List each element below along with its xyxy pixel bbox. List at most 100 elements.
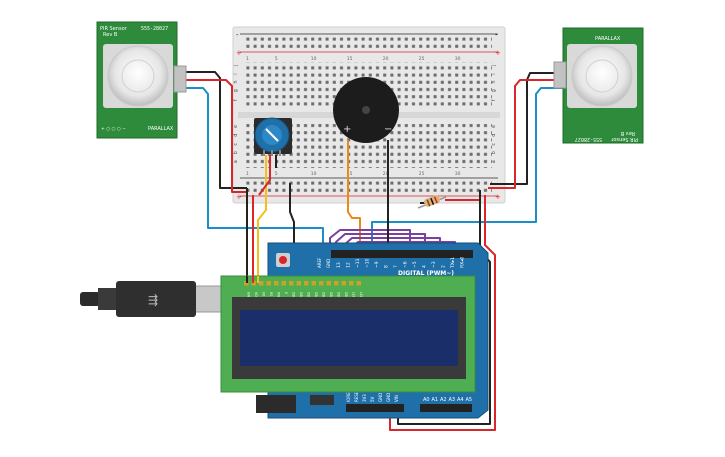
row-letter: d (491, 134, 497, 137)
lcd-pin[interactable] (281, 281, 287, 286)
column-number: 10 (311, 56, 317, 62)
analog-pin-label: A2 (440, 397, 447, 403)
lcd-pin[interactable] (341, 281, 347, 286)
row-letter: h (491, 80, 497, 83)
lcd-pin[interactable] (349, 281, 354, 286)
column-number: 25 (419, 56, 425, 62)
lcd-pin[interactable] (274, 281, 279, 286)
bottom-power-rail[interactable] (244, 181, 492, 193)
rail-minus-label: - (236, 31, 239, 39)
row-letter: i (491, 73, 497, 74)
buzzer-minus-label: − (384, 124, 392, 135)
pir-sensor-right[interactable]: PARALLAX PIR Sensor Rev B 555-28027 (553, 27, 644, 144)
digital-pin-label: ~10 (365, 258, 371, 268)
row-letter: f (233, 99, 239, 101)
row-letter: a (491, 160, 497, 163)
wire-left-pir-gnd (178, 71, 247, 189)
lcd-pin[interactable] (251, 281, 257, 286)
lcd-pin-label: DB7 (344, 292, 348, 299)
digital-pin-label: RX◂0 (460, 257, 466, 268)
lcd-pin-label: RS (269, 292, 273, 296)
column-number: 1 (246, 56, 249, 62)
power-pin-label: 5V (370, 396, 375, 402)
piezo-buzzer[interactable]: + − (333, 77, 399, 143)
lcd-pin[interactable] (311, 281, 317, 286)
analog-pin-label: A0 (423, 397, 430, 403)
rail-plus-label-bottom-right: + (495, 193, 501, 201)
row-letter: e (491, 125, 497, 128)
analog-pin-label: A5 (466, 397, 473, 403)
power-pin-label: 3V3 (362, 394, 367, 402)
digital-header-low (403, 250, 473, 258)
wire-right-pir-out (371, 87, 565, 250)
power-pin-label: IOREF (346, 389, 351, 402)
wire-buzzer-plus (347, 140, 361, 250)
lcd-pin[interactable] (356, 281, 362, 286)
pir-right-brand: PARALLAX (595, 36, 621, 42)
digital-pin-label: TX▸1 (450, 257, 456, 269)
analog-pin-label: A4 (457, 397, 464, 403)
top-power-rail[interactable] (244, 37, 492, 49)
column-number: 1 (246, 171, 249, 177)
lcd-pin[interactable] (326, 281, 332, 286)
lcd-pin-label: DB0 (292, 292, 296, 299)
lcd-pin-label: DB4 (322, 292, 326, 299)
rail-minus-label-right: - (495, 31, 498, 39)
digital-pin-label: 4 (422, 265, 428, 268)
row-letter: i (233, 73, 239, 74)
pir-left-rev: Rev B (103, 32, 118, 38)
usb-cable[interactable]: ⇶ (80, 281, 196, 317)
lcd-pin[interactable] (296, 281, 302, 286)
analog-header (420, 404, 472, 412)
lcd-pin[interactable] (334, 281, 339, 286)
lcd-pin[interactable] (266, 281, 272, 286)
resistor[interactable] (417, 194, 447, 209)
column-number: 25 (419, 171, 425, 177)
row-letter: d (233, 134, 239, 137)
lcd-pin-label: GND (247, 292, 251, 300)
wire-arduino-5v (389, 195, 496, 431)
wire-left-pir-out (178, 87, 324, 250)
usb-icon: ⇶ (148, 293, 158, 307)
row-letter: g (491, 89, 497, 92)
pir-left-brand: PARALLAX (148, 126, 174, 132)
lcd-pin[interactable] (319, 281, 324, 286)
wire-left-pir-vcc (178, 79, 248, 193)
buzzer-plus-label: + (343, 124, 351, 135)
lcd-pin-label: V0 (262, 292, 266, 296)
power-header (346, 404, 404, 412)
aref-label: AREF (317, 257, 322, 268)
row-letter: h (233, 80, 239, 83)
lcd-pin[interactable] (259, 281, 264, 286)
digital-pin-label: ~11 (355, 258, 361, 268)
lcd-pin-label: DB2 (307, 292, 311, 299)
column-number: 15 (347, 171, 353, 177)
potentiometer[interactable] (254, 117, 292, 156)
digital-pin-label: ~5 (412, 261, 418, 268)
power-jack (256, 395, 296, 413)
column-number: 20 (383, 171, 389, 177)
digital-pin-label: 8 (384, 265, 390, 268)
digital-pin-label: 7 (393, 265, 399, 268)
column-number: 15 (347, 56, 353, 62)
row-letter: b (491, 151, 497, 154)
lcd-pin[interactable] (304, 281, 309, 286)
lcd-pin-label: DB6 (337, 292, 341, 299)
lcd-screen (240, 310, 458, 366)
pir-sensor-left[interactable]: PIR Sensor Rev B 555-28027 + ○ ○ ○ − PAR… (96, 21, 187, 139)
lcd-pin[interactable] (244, 281, 249, 286)
lcd-pin-label: E (284, 292, 288, 294)
power-pin-label: RESET (354, 389, 359, 402)
lcd-pin[interactable] (289, 281, 294, 286)
digital-pin-label: 13 (336, 262, 342, 268)
row-letter: f (491, 99, 497, 101)
digital-label: DIGITAL (PWM~) (398, 270, 454, 277)
wire-right-pir-vcc (488, 79, 565, 189)
lcd-pin-label: DB1 (299, 292, 303, 299)
